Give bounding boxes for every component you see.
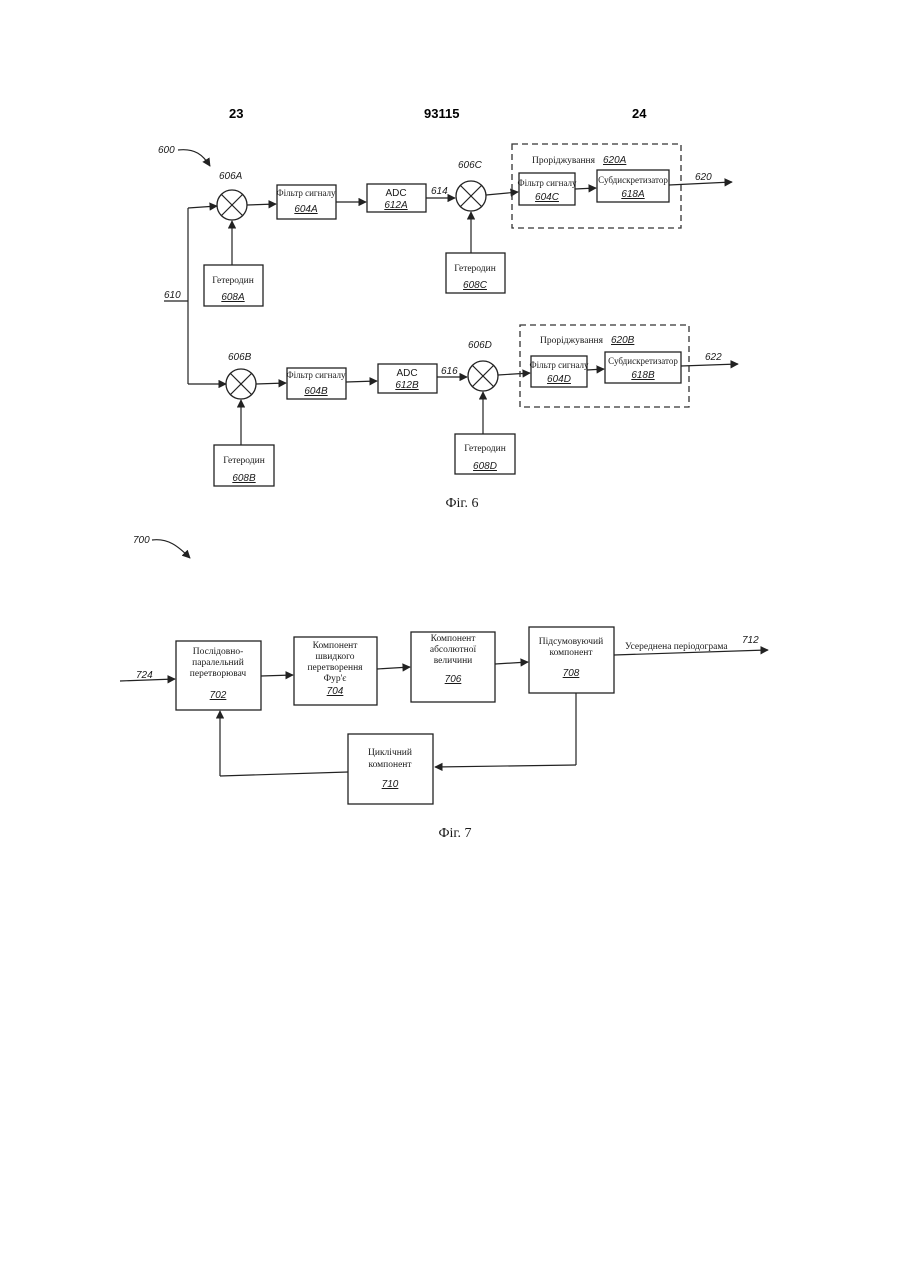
decimator-618a-ref: 618A xyxy=(621,189,645,200)
fft-line4: Фур'є xyxy=(324,674,347,684)
input-to-mixer-a xyxy=(188,206,217,208)
oscillator-608c-ref: 608C xyxy=(463,280,488,291)
oscillator-608a-label: Гетеродин xyxy=(212,276,254,286)
fig7-ref-arrow xyxy=(152,540,190,558)
adc-612b-label: ADC xyxy=(396,368,417,379)
mixer-606a xyxy=(217,190,247,220)
filter-604c-ref: 604C xyxy=(535,192,560,203)
adc-612a-label: ADC xyxy=(385,188,406,199)
sum-line2: компонент xyxy=(549,648,593,658)
cyclic-line2: компонент xyxy=(368,760,412,770)
signal-616-label: 616 xyxy=(441,366,458,377)
fig6-ref-label: 600 xyxy=(158,145,175,156)
filter-604b-ref: 604B xyxy=(304,386,328,397)
cyclic-line1: Циклічний xyxy=(368,747,412,758)
adc-612b-ref: 612B xyxy=(395,380,419,391)
abs-line1: Компонент xyxy=(431,634,477,644)
sum-line1: Підсумовуючий xyxy=(539,636,603,647)
fft-line3: перетворення xyxy=(307,663,363,673)
fft-line2: швидкого xyxy=(315,652,354,662)
mixer-606d-label: 606D xyxy=(468,340,492,351)
sp-converter-ref: 702 xyxy=(210,690,227,701)
abs-line2: абсолютної xyxy=(430,644,477,655)
filter-604a-ref: 604A xyxy=(294,204,318,215)
output-622-label: 622 xyxy=(705,352,722,363)
fft-ref: 704 xyxy=(327,686,344,697)
filter-604d-ref: 604D xyxy=(547,374,571,385)
figure-7: 700 724 Послідовно- паралельний перетвор… xyxy=(120,535,768,841)
fig7-ref-label: 700 xyxy=(133,535,150,546)
sp-converter-line2: паралельний xyxy=(192,657,244,668)
filter-604b-label: Фільтр сигналу xyxy=(286,370,346,380)
fig7-caption: Фіг. 7 xyxy=(438,826,471,841)
oscillator-608b-label: Гетеродин xyxy=(223,456,265,466)
mixer-606d xyxy=(468,361,498,391)
oscillator-608d-label: Гетеродин xyxy=(464,444,506,454)
decimation-620b-ref: 620B xyxy=(611,335,635,346)
sum-ref: 708 xyxy=(563,668,580,679)
filter-604a-label: Фільтр сигналу xyxy=(276,188,336,198)
abs-line3: величини xyxy=(434,656,473,666)
fig6-caption: Фіг. 6 xyxy=(445,496,478,511)
mixer-606c xyxy=(456,181,486,211)
filter-604d-label: Фільтр сигналу xyxy=(529,360,589,370)
oscillator-608d-ref: 608D xyxy=(473,461,497,472)
adc-612a-ref: 612A xyxy=(384,200,408,211)
mixer-606b xyxy=(226,369,256,399)
oscillator-608a-ref: 608A xyxy=(221,292,245,303)
oscillator-608b-ref: 608B xyxy=(232,473,256,484)
decimation-620a-label: Проріджування xyxy=(532,156,596,166)
mixer-606b-label: 606B xyxy=(228,352,252,363)
output-712-ref: 712 xyxy=(742,635,759,646)
cyclic-ref: 710 xyxy=(382,779,399,790)
decimator-618b-label: Субдискретизатор xyxy=(608,356,678,366)
oscillator-608c-label: Гетеродин xyxy=(454,264,496,274)
mixer-606c-label: 606C xyxy=(458,160,483,171)
input-610-label: 610 xyxy=(164,290,181,301)
fig6-ref-arrow xyxy=(178,150,210,166)
fft-line1: Компонент xyxy=(313,641,359,651)
abs-ref: 706 xyxy=(445,674,462,685)
figure-6: 600 610 606A Фільтр сигналу 604A ADC 612… xyxy=(158,144,738,511)
sp-converter-line3: перетворювач xyxy=(190,669,247,679)
decimator-618b-ref: 618B xyxy=(631,370,655,381)
decimation-620a-ref: 620A xyxy=(603,155,627,166)
signal-614-label: 614 xyxy=(431,186,448,197)
mixer-606a-label: 606A xyxy=(219,171,243,182)
decimator-618a-label: Субдискретизатор xyxy=(598,175,668,185)
decimation-620b-label: Проріджування xyxy=(540,336,604,346)
output-periodogram-label: Усереднена періодограма xyxy=(625,642,728,652)
sp-converter-line1: Послідовно- xyxy=(193,647,244,657)
filter-604c-label: Фільтр сигналу xyxy=(517,178,577,188)
output-620-label: 620 xyxy=(695,172,712,183)
